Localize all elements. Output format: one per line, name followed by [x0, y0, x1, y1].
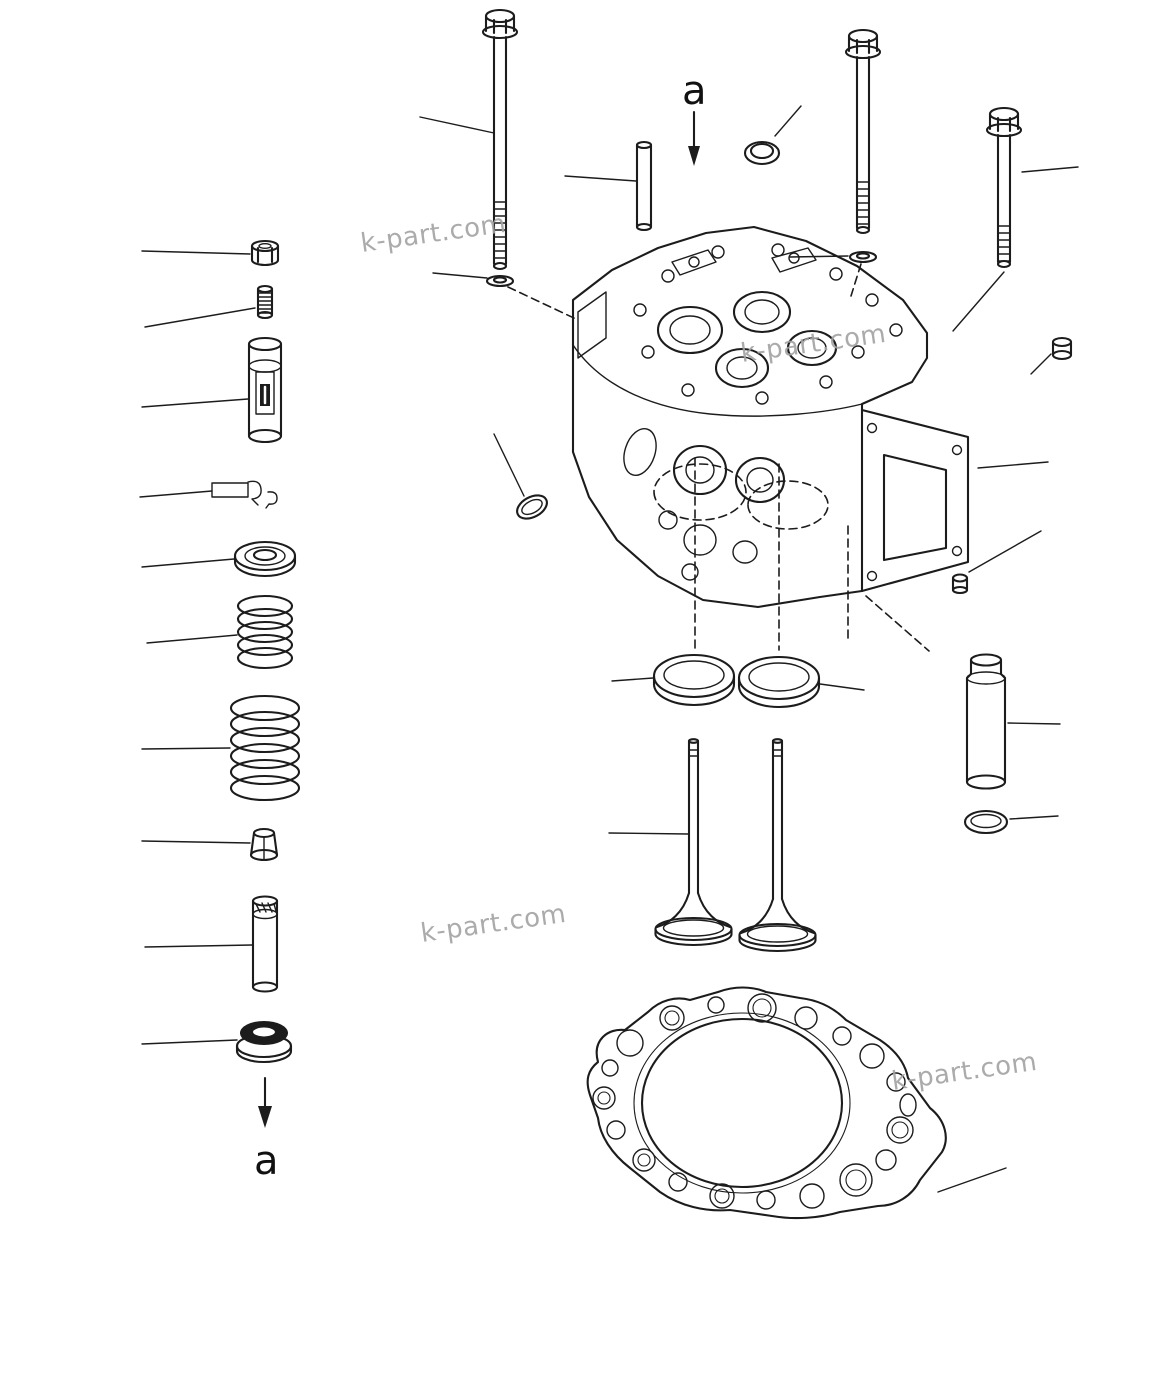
section-arrow-bottom: a [254, 1076, 279, 1184]
cylinder-head [571, 225, 970, 609]
watermark-text: k-part.com [739, 319, 888, 369]
engine-valve-right [738, 738, 817, 953]
watermark-text: k-part.com [359, 209, 508, 259]
head-bolt-left [481, 8, 519, 271]
washer-middle [848, 250, 878, 264]
cylinder-head-gasket [586, 986, 947, 1220]
dowel-pin [635, 140, 653, 232]
section-arrow-top: a [682, 68, 707, 166]
head-bolt-right [985, 106, 1023, 269]
section-label-top: a [682, 68, 707, 114]
watermark-text: k-part.com [419, 899, 568, 949]
watermark-text: k-part.com [890, 1047, 1039, 1097]
valve-cotter-cone [249, 827, 279, 862]
stud [256, 284, 274, 320]
outer-valve-spring [229, 694, 301, 802]
lock-nut [250, 239, 280, 267]
cup-plug [516, 494, 548, 520]
washer-left [485, 274, 515, 288]
head-bolt-middle [844, 28, 882, 235]
o-ring [963, 809, 1009, 835]
seal-cap [743, 140, 781, 166]
valve-seat-insert-left [652, 653, 736, 707]
injector-sleeve [965, 653, 1007, 790]
spring-seat-washer [233, 540, 297, 578]
valve-guide [251, 895, 279, 993]
valve-stem-seal [235, 1021, 293, 1064]
section-label-bottom: a [254, 1138, 279, 1184]
plug [1051, 336, 1073, 361]
retainer-lock [211, 480, 278, 509]
inner-valve-spring [236, 594, 294, 670]
valve-seat-insert-right [737, 655, 821, 709]
leader-lines [139, 105, 1079, 1193]
valve-tappet [247, 336, 283, 444]
engine-valve-left [654, 738, 733, 947]
screw [951, 573, 969, 595]
